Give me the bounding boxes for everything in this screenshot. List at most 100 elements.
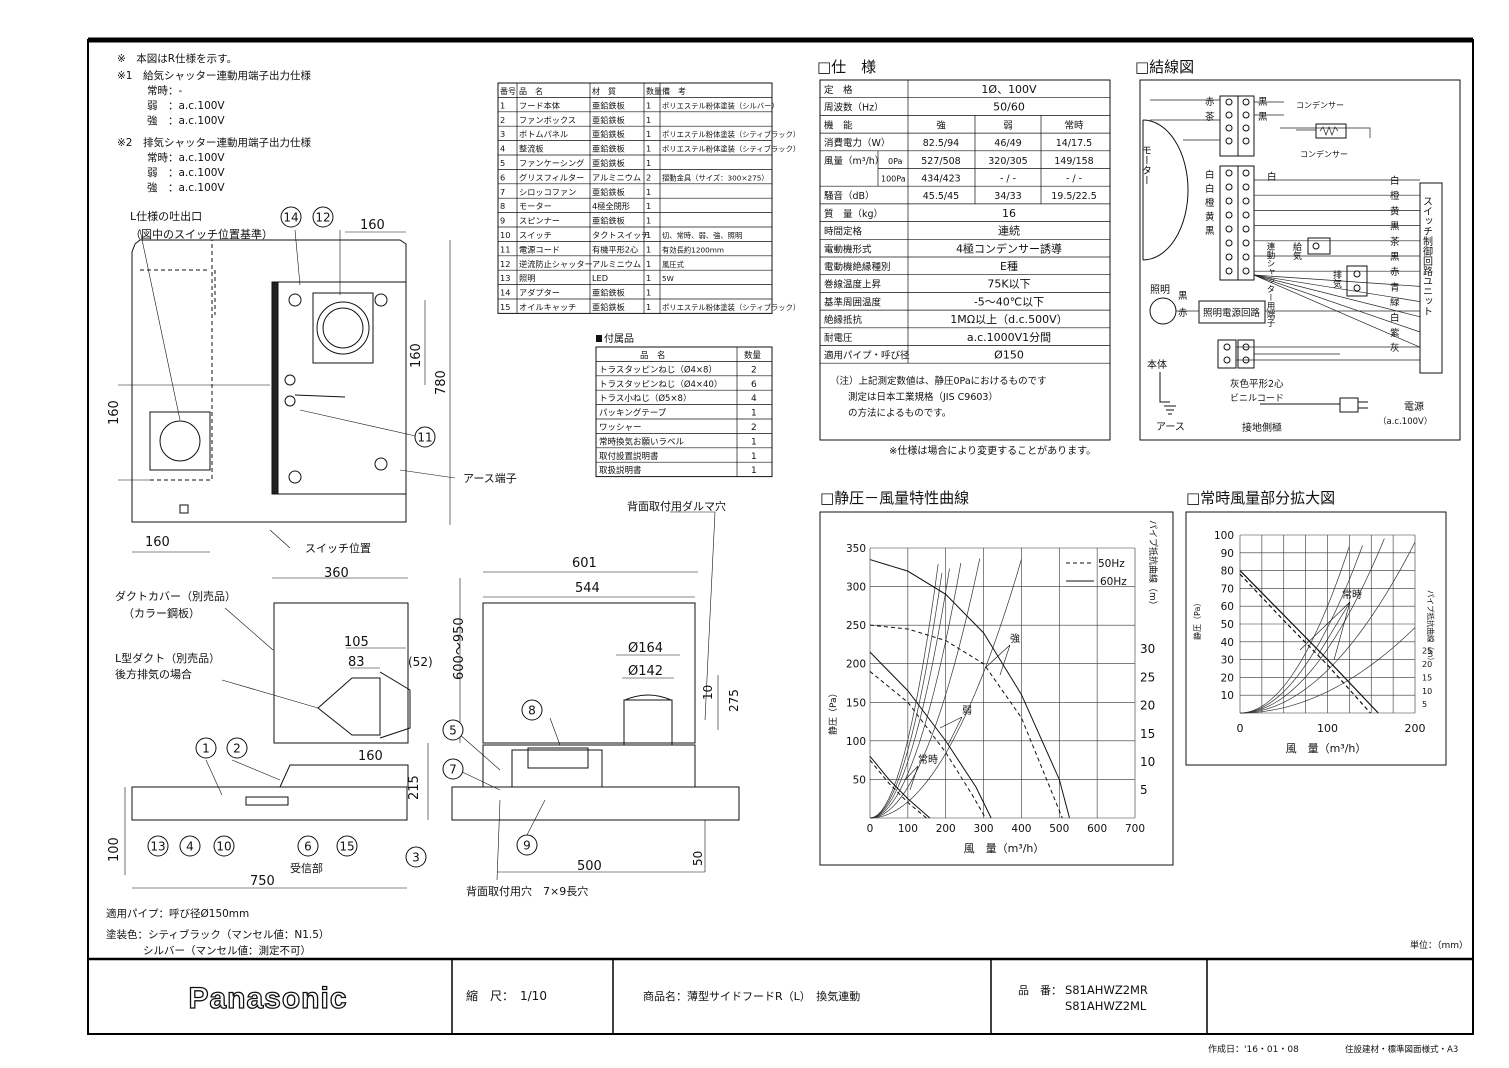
svg-text:背面取付用穴 7×9長穴: 背面取付用穴 7×9長穴 [466,884,588,898]
svg-text:（a.c.100V）: （a.c.100V） [1378,416,1432,427]
label-strong: 強 [1010,632,1020,645]
svg-text:※ 本図はR仕様を示す。: ※ 本図はR仕様を示す。 [117,52,237,65]
svg-text:コンデンサー: コンデンサー [1300,149,1348,159]
balloon-number: 4 [186,840,194,854]
y-tick-label: 10 [1221,690,1234,702]
parts-cell: オイルキャッチ [519,302,576,312]
spec-value: 16 [1002,207,1016,220]
svg-text:□静圧－風量特性曲線: □静圧－風量特性曲線 [820,489,969,507]
pipe-resistance-curve [1239,545,1363,714]
svg-text:給気: 給気 [1291,241,1302,261]
legend-50hz: 50Hz [1098,558,1125,570]
scale-label: 縮 尺： 1/10 [466,988,547,1003]
legend-60hz: 60Hz [1100,576,1127,588]
svg-text:黒: 黒 [1205,226,1215,237]
parts-cell: LED [592,273,608,283]
wire-color-label: 茶 [1390,236,1400,248]
svg-text:黄: 黄 [1205,211,1215,223]
accessory-qty: 4 [751,394,757,404]
svg-text:ダクトカバー（別売品）: ダクトカバー（別売品） [115,589,236,603]
parts-cell: ボトムパネル [519,129,568,139]
parts-cell: 1 [646,259,651,269]
svg-text:160: 160 [358,749,383,764]
spec-value: Ø150 [994,349,1024,362]
svg-text:160: 160 [145,535,170,550]
parts-cell: 有機平形2心 [592,244,638,254]
y-tick-label: 100 [1214,530,1234,542]
wire-color-label: 黒 [1390,252,1400,263]
spec-value: - / - [1000,174,1016,185]
svg-text:照明: 照明 [1150,284,1170,296]
parts-cell: 8 [500,201,505,211]
wiring-diagram: □結線図 モーター 赤 茶 黒 黒 コンデンサー コンデンサー 白 白 橙 黄 … [1135,58,1461,441]
parts-cell: 11 [500,244,510,254]
parts-cell: フード本体 [519,100,560,110]
spec-sublabel: 0Pa [888,157,903,166]
x-tick-label: 500 [1049,823,1069,835]
spec-label: 定 格 [824,84,853,96]
technical-drawings: L仕様の吐出口 （図中のスイッチ位置基準） 160 160 780 160 16… [107,206,741,898]
parts-cell: 7 [500,187,505,197]
spec-value: 34/33 [994,191,1021,202]
brand-logo: Panasonic [188,982,347,1015]
parts-cell: 1 [646,158,651,168]
parts-cell: 1 [500,100,505,110]
spec-label: 電動機形式 [824,243,872,255]
parts-cell: ファンケーシング [519,158,584,168]
svg-text:後方排気の場合: 後方排気の場合 [115,667,192,681]
parts-cell: 1 [646,144,651,154]
parts-cell: ポリエステル粉体塗装（シルバー） [662,101,779,110]
balloon-number: 12 [315,211,330,225]
svg-text:100: 100 [107,837,122,862]
pipe-resistance-curve [1239,627,1416,714]
svg-text:L仕様の吐出口: L仕様の吐出口 [130,209,202,223]
wire-color-label: 赤 [1390,267,1400,278]
parts-cell: 2 [500,115,505,125]
spec-label: 周波数（Hz） [824,102,884,114]
svg-text:215: 215 [407,775,422,800]
parts-cell: 1 [646,288,651,298]
parts-cell: 13 [500,273,510,283]
parts-cell: 亜鉛鉄板 [592,302,625,312]
x-tick-label: 100 [1317,722,1338,735]
wire-color-label: 青 [1390,281,1400,293]
x-tick-label: 600 [1087,823,1107,835]
svg-text:連動シャッター用端子: 連動シャッター用端子 [1265,241,1275,327]
balloon-number: 3 [412,851,420,865]
svg-text:黒: 黒 [1258,112,1268,123]
spec-value: 45.5/45 [923,191,959,202]
spec-label: 絶縁抵抗 [824,314,863,326]
label-normal: 常時 [918,753,938,766]
svg-text:10: 10 [701,685,715,700]
parts-cell: 6 [500,172,505,182]
svg-text:受信部: 受信部 [290,861,323,875]
accessory-name: 常時換気お願いラベル [599,436,685,447]
parts-cell: 1 [646,187,651,197]
parts-cell: 15 [500,302,510,312]
part-number-r: S81AHWZ2MR [1065,983,1148,997]
spec-value: - / - [1066,174,1082,185]
wire-color-label: 灰 [1390,342,1400,354]
svg-text:※1 給気シャッター連動用端子出力仕様: ※1 給気シャッター連動用端子出力仕様 [117,69,311,82]
wire-color-label: 白 [1390,175,1400,187]
balloon-number: 2 [233,742,241,756]
y-tick-label: 350 [846,543,866,555]
svg-text:（カラー鋼板）: （カラー鋼板） [123,606,200,620]
accessory-qty: 1 [751,452,757,462]
spec-value: 527/508 [921,156,960,167]
parts-cell: アルミニウム [592,172,641,182]
svg-text:（注）上記測定数値は、静圧0Paにおけるものです: （注）上記測定数値は、静圧0Paにおけるものです [830,375,1047,387]
svg-text:測定は日本工業規格（JIS C9603）: 測定は日本工業規格（JIS C9603） [848,391,998,403]
parts-header: 数量 [646,86,662,96]
top-view [118,229,456,553]
y2-axis-label: パイプ抵抗曲線（m） [1426,590,1436,665]
parts-cell: 風圧式 [662,260,685,269]
part-balloon [147,835,169,857]
parts-cell: 12 [500,259,510,269]
svg-text:本体: 本体 [1147,358,1167,371]
part-number-l: S81AHWZ2ML [1065,999,1147,1013]
